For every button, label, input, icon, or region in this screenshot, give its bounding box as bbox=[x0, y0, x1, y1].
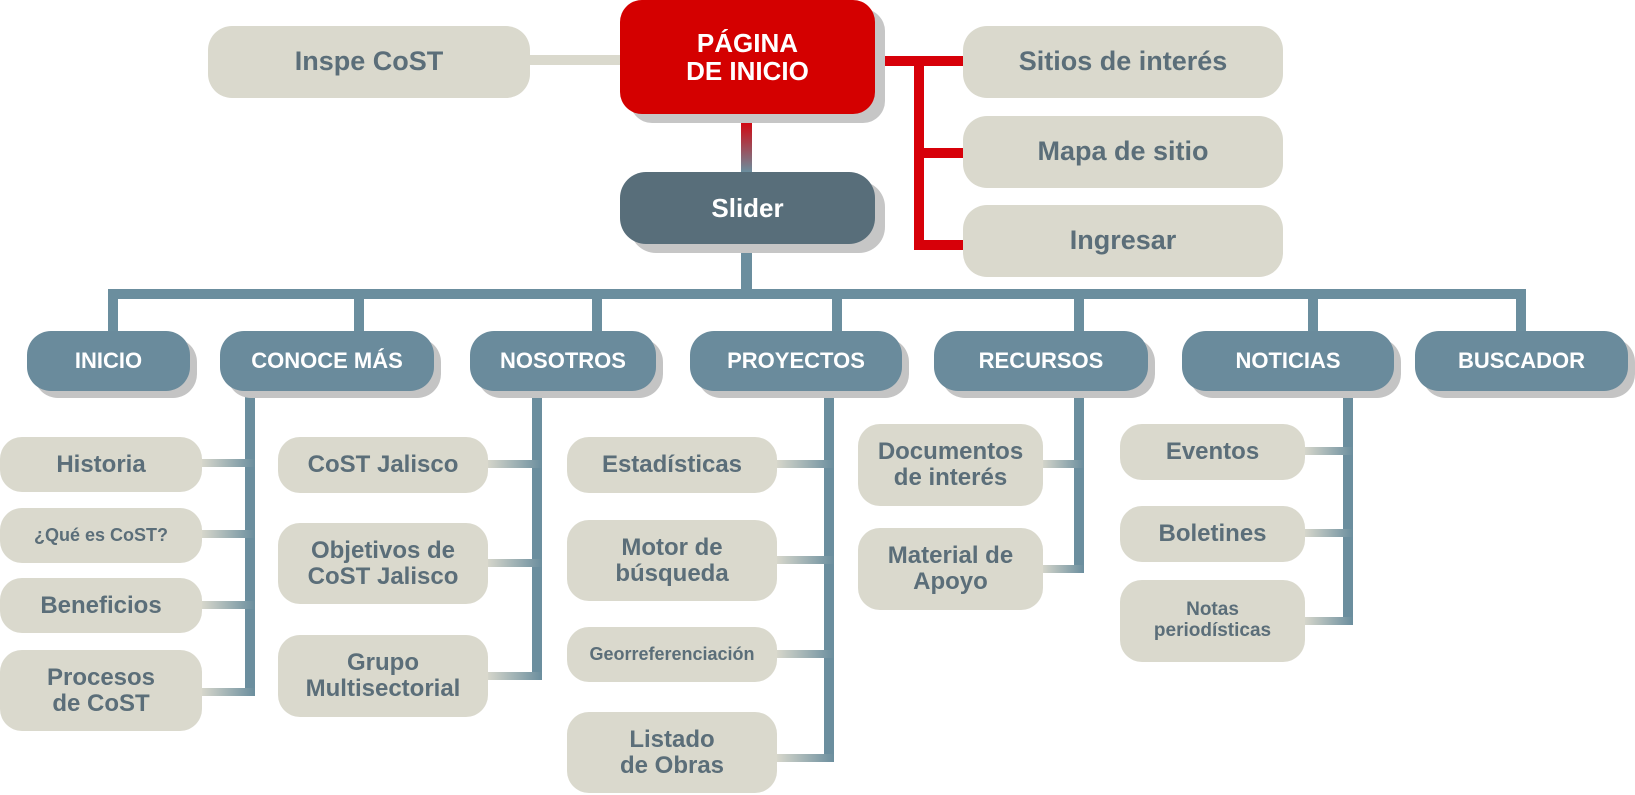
mapa-de-sitio-node[interactable]: Mapa de sitio bbox=[963, 116, 1283, 188]
connector-home-left bbox=[530, 55, 620, 65]
connector-bus bbox=[108, 289, 1526, 299]
connector-leaf bbox=[200, 530, 255, 538]
stem-noticias bbox=[1343, 390, 1353, 625]
leaf-historia[interactable]: Historia bbox=[0, 437, 202, 492]
sitios-de-interes-node[interactable]: Sitios de interés bbox=[963, 26, 1283, 98]
category-recursos[interactable]: RECURSOS bbox=[934, 331, 1148, 391]
connector-leaf bbox=[775, 460, 834, 468]
connector-leaf bbox=[200, 601, 255, 609]
connector-drop-buscador bbox=[1516, 289, 1526, 333]
connector-leaf bbox=[1040, 460, 1084, 468]
leaf-documentos-de-interes[interactable]: Documentos de interés bbox=[858, 424, 1043, 506]
stem-recursos bbox=[1074, 390, 1084, 573]
connector-slider-bus bbox=[741, 248, 752, 296]
connector-red-mapa bbox=[914, 148, 963, 158]
connector-leaf bbox=[1303, 447, 1353, 455]
connector-leaf bbox=[485, 672, 542, 680]
connector-leaf bbox=[1303, 529, 1353, 537]
connector-drop-nosotros bbox=[592, 289, 602, 333]
home-page-node[interactable]: PÁGINA DE INICIO bbox=[620, 0, 875, 114]
ingresar-node[interactable]: Ingresar bbox=[963, 205, 1283, 277]
category-inicio[interactable]: INICIO bbox=[27, 331, 190, 391]
leaf-grupo-multisectorial[interactable]: Grupo Multisectorial bbox=[278, 635, 488, 717]
connector-home-slider bbox=[741, 120, 752, 172]
connector-red-ingresar bbox=[914, 240, 963, 250]
connector-drop-recursos bbox=[1074, 289, 1084, 333]
connector-leaf bbox=[485, 559, 542, 567]
connector-leaf bbox=[1303, 617, 1353, 625]
connector-leaf bbox=[200, 459, 255, 467]
connector-leaf bbox=[775, 556, 834, 564]
slider-node[interactable]: Slider bbox=[620, 172, 875, 244]
leaf-listado-de-obras[interactable]: Listado de Obras bbox=[567, 712, 777, 793]
leaf-eventos[interactable]: Eventos bbox=[1120, 424, 1305, 480]
connector-drop-inicio bbox=[108, 289, 118, 333]
stem-proyectos bbox=[824, 390, 834, 762]
connector-leaf bbox=[775, 754, 834, 762]
leaf-objetivos-cost-jalisco[interactable]: Objetivos de CoST Jalisco bbox=[278, 523, 488, 604]
connector-drop-conoce bbox=[354, 289, 364, 333]
connector-leaf bbox=[485, 460, 542, 468]
leaf-estadisticas[interactable]: Estadísticas bbox=[567, 437, 777, 493]
category-proyectos[interactable]: PROYECTOS bbox=[690, 331, 902, 391]
leaf-que-es-cost[interactable]: ¿Qué es CoST? bbox=[0, 508, 202, 563]
connector-home-right bbox=[885, 56, 963, 66]
leaf-cost-jalisco[interactable]: CoST Jalisco bbox=[278, 437, 488, 493]
connector-leaf bbox=[200, 688, 255, 696]
stem-conoce bbox=[532, 390, 542, 680]
leaf-boletines[interactable]: Boletines bbox=[1120, 506, 1305, 562]
category-nosotros[interactable]: NOSOTROS bbox=[470, 331, 656, 391]
connector-leaf bbox=[775, 650, 834, 658]
category-conoce-mas[interactable]: CONOCE MÁS bbox=[220, 331, 434, 391]
connector-drop-noticias bbox=[1308, 289, 1318, 333]
leaf-procesos-de-cost[interactable]: Procesos de CoST bbox=[0, 650, 202, 731]
category-noticias[interactable]: NOTICIAS bbox=[1182, 331, 1394, 391]
leaf-georreferenciacion[interactable]: Georreferenciación bbox=[567, 627, 777, 682]
leaf-material-de-apoyo[interactable]: Material de Apoyo bbox=[858, 528, 1043, 610]
leaf-motor-de-busqueda[interactable]: Motor de búsqueda bbox=[567, 520, 777, 601]
connector-leaf bbox=[1040, 565, 1084, 573]
leaf-notas-periodisticas[interactable]: Notas periodísticas bbox=[1120, 580, 1305, 662]
leaf-beneficios[interactable]: Beneficios bbox=[0, 578, 202, 633]
connector-drop-proyectos bbox=[832, 289, 842, 333]
category-buscador[interactable]: BUSCADOR bbox=[1415, 331, 1628, 391]
stem-inicio bbox=[245, 390, 255, 694]
inspe-cost-node[interactable]: Inspe CoST bbox=[208, 26, 530, 98]
